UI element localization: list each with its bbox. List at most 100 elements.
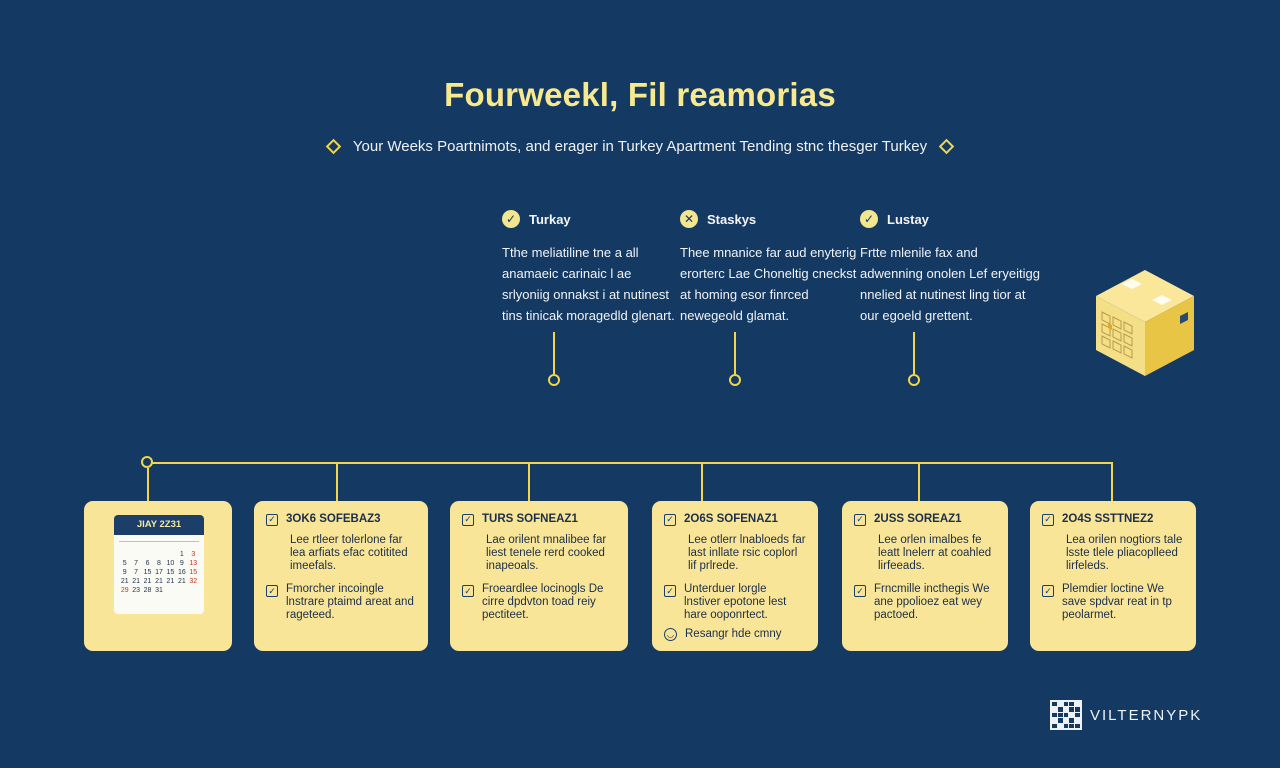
calendar-header: JIAY 2Z31 — [114, 515, 204, 535]
calendar-day — [119, 541, 131, 549]
card-title: 2O6S SOFENAZ1 — [684, 513, 778, 525]
check-badge-icon: ✓ — [502, 210, 520, 228]
calendar-day: 5 — [122, 560, 127, 567]
task-card-1: ✓ 3OK6 SOFEBAZ3 Lee rtleer tolerlone far … — [254, 501, 428, 651]
connector-line — [553, 332, 555, 374]
calendar-day: 16 — [177, 569, 186, 576]
calendar-day — [119, 551, 130, 558]
timeline-tick — [336, 463, 338, 501]
calendar-day: 13 — [189, 560, 198, 567]
checkbox-icon: ✓ — [462, 585, 474, 597]
task-card-3: ✓ 2O6S SOFENAZ1 Lee otlerr lnabloeds far … — [652, 501, 818, 651]
calendar-day — [141, 541, 154, 549]
calendar-day — [187, 541, 199, 549]
brand-name: VILTERNYPK — [1090, 706, 1203, 724]
calendar-day: 21 — [155, 578, 163, 585]
smile-icon: ◡ — [664, 628, 677, 641]
task-card-5: ✓ 2O4S SSTTNEZ2 Lea orilen nogtiors tale … — [1030, 501, 1196, 651]
calendar-day: 21 — [177, 578, 186, 585]
task-card-4: ✓ 2USS SOREAZ1 Lee orlen imalbes fe leatt… — [842, 501, 1008, 651]
checkbox-icon: ✓ — [266, 513, 278, 526]
calendar-day: 28 — [143, 587, 152, 594]
building-cube-icon — [1096, 270, 1194, 376]
diamond-right-icon — [938, 138, 955, 155]
timeline-start-dot — [141, 456, 153, 468]
timeline-tick — [528, 463, 530, 501]
checkbox-icon: ✓ — [1042, 585, 1054, 597]
calendar-day: 7 — [134, 569, 139, 576]
connector-line — [734, 332, 736, 374]
card-item-text: Plemdier loctine We save spdvar reat in … — [1062, 583, 1172, 621]
brand-logo: VILTERNYPK — [1050, 700, 1202, 730]
card-description: Lee orlen imalbes fe leatt lnelerr at co… — [878, 534, 992, 572]
checkbox-icon: ✓ — [854, 585, 866, 597]
card-title: 2USS SOREAZ1 — [874, 513, 962, 525]
column-3: ✓ Lustay Frtte mlenile fax and adwenning … — [860, 210, 1040, 326]
column-label: Turkay — [529, 211, 571, 227]
task-card-2: ✓ TURS SOFNEAZ1 Lae orilent mnalibee far … — [450, 501, 628, 651]
calendar-day: 3 — [191, 551, 196, 558]
calendar-day: 6 — [145, 560, 150, 567]
column-text: Tthe meliatiline tne a all anamaeic cari… — [502, 245, 675, 323]
calendar-day: 9 — [179, 560, 184, 567]
connector-dot — [908, 374, 920, 386]
checkbox-icon: ✓ — [266, 585, 278, 597]
column-text: Thee mnanice far aud enyterig erorterc L… — [680, 245, 857, 323]
calendar-day: 15 — [189, 569, 198, 576]
card-description: Lea orilen nogtiors tale lsste tlele pli… — [1066, 534, 1183, 572]
calendar-day — [176, 587, 187, 594]
page-title: Fourweekl, Fil reamorias — [444, 76, 836, 113]
calendar-day: 1 — [179, 551, 184, 558]
subtitle-row: Your Weeks Poartnimots, and erager in Tu… — [0, 138, 1280, 155]
column-2: ✕Staskys Thee mnanice far aud enyterig e… — [680, 210, 860, 326]
card-item-text: Resangr hde cmny — [685, 628, 782, 640]
check-badge-icon: ✓ — [860, 210, 878, 228]
card-item-text: Frncmille incthegis We ane ppolioez eat … — [874, 583, 990, 621]
calendar-day: 21 — [143, 578, 152, 585]
checkbox-icon: ✓ — [854, 513, 866, 526]
calendar-day — [142, 551, 153, 558]
card-description: Lee rtleer tolerlone far lea arfiats efa… — [290, 534, 408, 572]
calendar-day — [165, 551, 176, 558]
calendar-day: 9 — [122, 569, 127, 576]
calendar-day — [188, 587, 199, 594]
checkbox-icon: ✓ — [664, 513, 676, 526]
card-title: TURS SOFNEAZ1 — [482, 513, 578, 525]
connector-line — [913, 332, 915, 374]
column-text: Frtte mlenile fax and adwenning onolen L… — [860, 245, 1040, 323]
calendar-day: 10 — [166, 560, 175, 567]
card-description: Lee otlerr lnabloeds far last inllate rs… — [688, 534, 806, 572]
column-1: ✓ Turkay Tthe meliatiline tne a all anama… — [502, 210, 682, 326]
checkbox-icon: ✓ — [1042, 513, 1054, 526]
calendar-day: 23 — [132, 587, 141, 594]
connector-dot — [729, 374, 741, 386]
column-label: Lustay — [887, 211, 929, 227]
calendar-day — [164, 541, 177, 549]
qr-code-icon — [1050, 700, 1082, 730]
calendar-day — [130, 551, 141, 558]
calendar-day — [153, 551, 164, 558]
calendar-day: 7 — [134, 560, 139, 567]
calendar-day: 15 — [143, 569, 152, 576]
card-title: 3OK6 SOFEBAZ3 — [286, 513, 381, 525]
calendar-day — [130, 541, 142, 549]
checkbox-icon: ✓ — [462, 513, 474, 526]
card-description: Lae orilent mnalibee far liest tenele re… — [486, 534, 607, 572]
connector-dot — [548, 374, 560, 386]
card-item-text: Fmorcher incoingle lnstrare ptaimd areat… — [286, 583, 414, 621]
calendar-day — [165, 587, 176, 594]
card-item-text: Unterduer lorgle lnstiver epotone lest h… — [684, 583, 787, 621]
calendar-day: 29 — [120, 587, 129, 594]
calendar-day: 31 — [155, 587, 163, 594]
calendar-day: 8 — [157, 560, 161, 567]
calendar-day: 15 — [166, 569, 175, 576]
calendar-day: 32 — [189, 578, 198, 585]
timeline-tick — [701, 463, 703, 501]
calendar-day: 21 — [132, 578, 141, 585]
card-title: 2O4S SSTTNEZ2 — [1062, 513, 1154, 525]
calendar-day: 17 — [155, 569, 163, 576]
card-item-text: Froeardlee locinogls De cirre dpdvton to… — [482, 583, 604, 621]
timeline-tick — [147, 468, 149, 502]
diamond-left-icon — [325, 138, 342, 155]
